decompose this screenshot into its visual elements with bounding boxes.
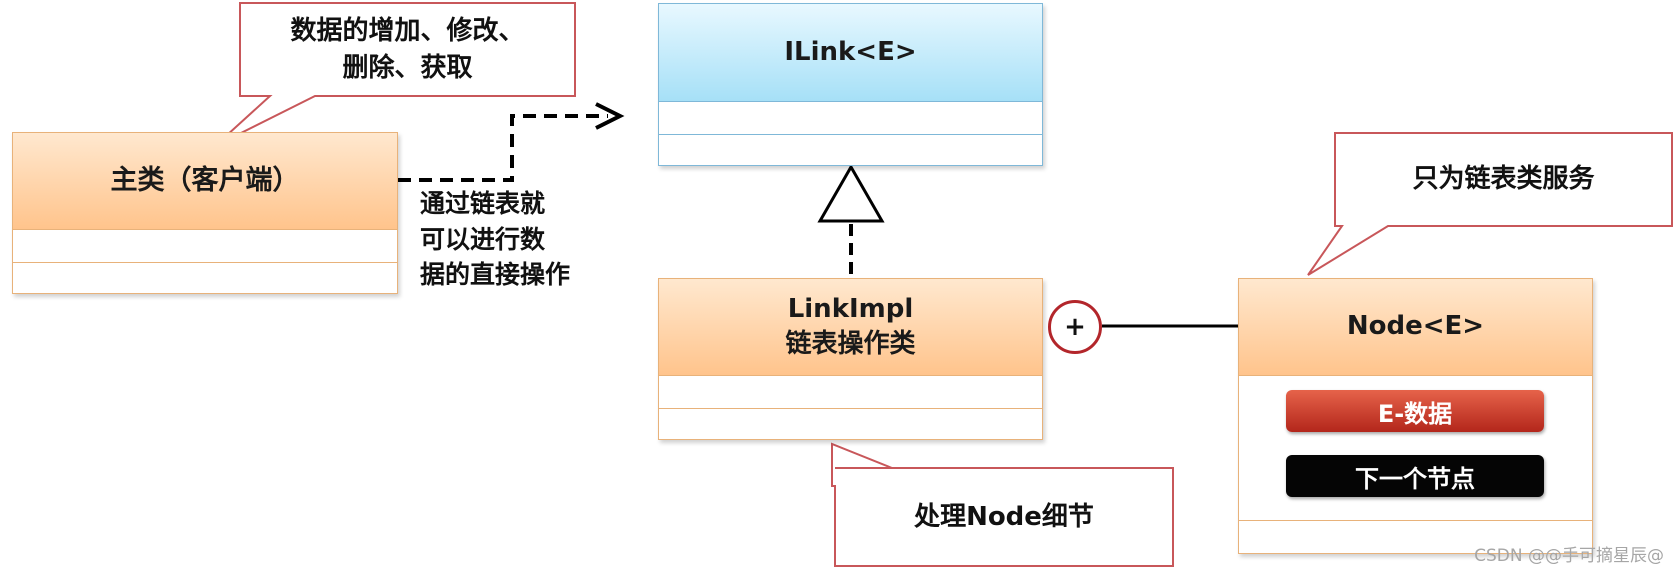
composition-plus-label: + [1064, 312, 1086, 342]
link-impl-class: LinkImpl 链表操作类 [658, 278, 1043, 440]
dependency-label-line-1: 通过链表就 [420, 189, 546, 218]
link-impl-class-attributes [659, 375, 1042, 408]
dependency-arrowhead [595, 102, 625, 130]
link-impl-class-header: LinkImpl 链表操作类 [659, 279, 1042, 375]
composition-plus-icon: + [1048, 300, 1102, 354]
node-field-data-label: E-数据 [1377, 399, 1453, 428]
link-impl-class-methods [659, 408, 1042, 439]
node-class-title: Node<E> [1346, 311, 1485, 342]
note-data-ops-shape [214, 2, 576, 147]
main-class: 主类（客户端） [12, 132, 398, 294]
note-node-service-shape [1307, 132, 1673, 276]
note-handle-node: 处理Node细节 [835, 468, 1173, 566]
ilink-class-attributes [659, 101, 1042, 134]
link-impl-class-name: LinkImpl [787, 293, 914, 324]
note-data-ops: 数据的增加、修改、 删除、获取 [240, 3, 575, 96]
ilink-class-header: ILink<E> [659, 4, 1042, 101]
main-class-attributes [13, 229, 397, 262]
main-class-methods [13, 262, 397, 293]
main-class-title: 主类（客户端） [110, 164, 300, 196]
note-data-ops-line-1: 数据的增加、修改、 [290, 16, 525, 47]
dependency-label-line-3: 据的直接操作 [420, 260, 571, 289]
node-field-data: E-数据 [1286, 390, 1544, 432]
node-field-next-label: 下一个节点 [1355, 464, 1475, 493]
ilink-class: ILink<E> [658, 3, 1043, 166]
dependency-label: 通过链表就 可以进行数 据的直接操作 [420, 186, 570, 293]
ilink-class-methods [659, 134, 1042, 165]
dependency-label-line-2: 可以进行数 [420, 224, 546, 254]
node-class-header: Node<E> [1239, 279, 1592, 375]
realization-triangle [817, 163, 885, 223]
link-impl-class-subtitle: 链表操作类 [785, 329, 916, 359]
dependency-line [398, 114, 608, 182]
note-handle-node-text: 处理Node细节 [914, 501, 1094, 532]
main-class-header: 主类（客户端） [13, 133, 397, 229]
node-field-next: 下一个节点 [1286, 455, 1544, 497]
watermark: CSDN @@手可摘星辰@ [1474, 546, 1664, 566]
ilink-class-title: ILink<E> [784, 36, 917, 67]
note-handle-node-shape [831, 442, 1174, 567]
note-node-service-text: 只为链表类服务 [1412, 164, 1595, 195]
node-class-methods [1239, 520, 1592, 553]
note-data-ops-line-2: 删除、获取 [342, 52, 473, 83]
note-node-service: 只为链表类服务 [1335, 133, 1672, 226]
